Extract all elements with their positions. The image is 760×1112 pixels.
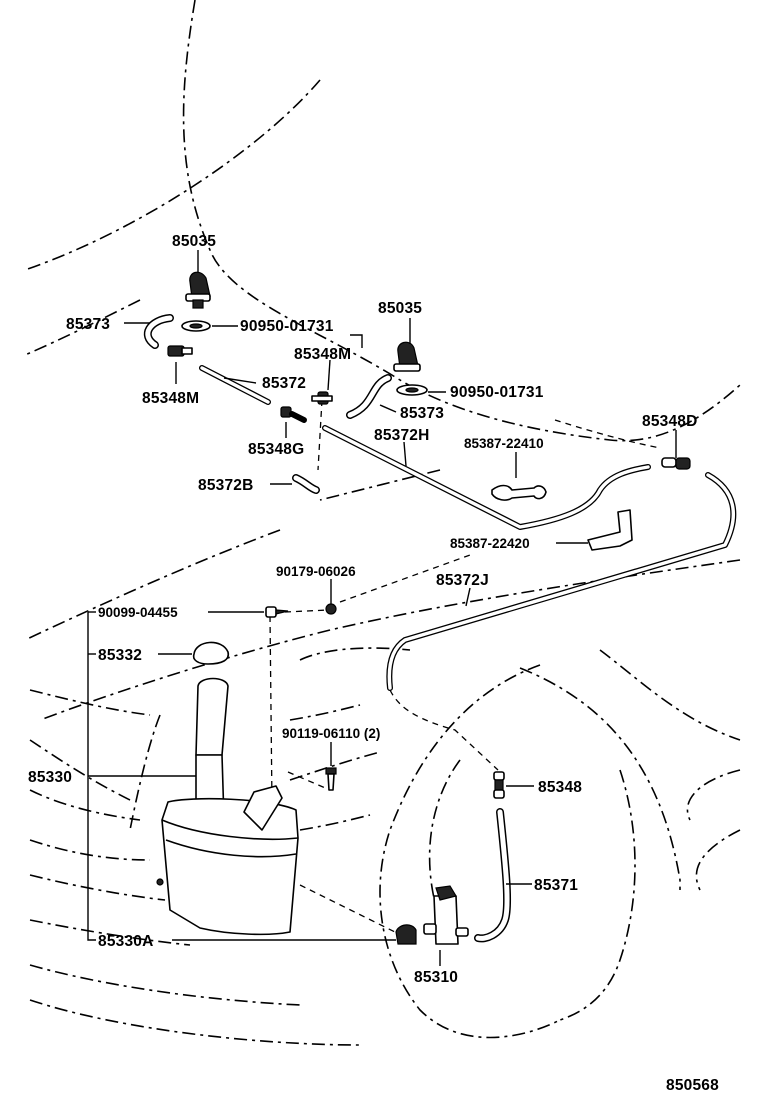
tank-85330 [156, 677, 299, 936]
label-check-valve-left: 85348M [142, 390, 199, 407]
label-gasket-right: 90950-01731 [450, 384, 544, 401]
label-gasket-left: 90950-01731 [240, 318, 334, 335]
part-labels: 85035 90950-01731 85373 85348M 85372 853… [28, 233, 719, 1094]
gasket-90950-right [396, 384, 428, 396]
leader-lines [87, 250, 677, 966]
label-valve-d: 85348D [642, 413, 698, 430]
label-bolt-a: 90099-04455 [98, 605, 178, 620]
valve-85348D [661, 457, 691, 470]
label-nozzle-right: 85035 [378, 300, 422, 317]
label-hose-b: 85372B [198, 477, 254, 494]
hose-85372B [292, 474, 320, 494]
gasket-90950-left [181, 320, 211, 332]
label-tube-h: 85372H [374, 427, 430, 444]
hose-85371 [474, 808, 512, 943]
label-valve: 85348 [538, 779, 582, 796]
tee-85348G [280, 406, 307, 423]
hose-85373-left [143, 314, 174, 349]
tube-85372H [322, 425, 651, 530]
label-hose-left: 85373 [66, 316, 110, 333]
label-check-valve-right: 85348M [294, 346, 351, 363]
label-tube-j: 85372J [436, 572, 489, 589]
nut-90179 [325, 603, 337, 615]
bolt-90099 [265, 606, 289, 618]
label-tank: 85330 [28, 769, 72, 786]
label-hose-right: 85373 [400, 405, 444, 422]
grommet-85330A [395, 924, 417, 945]
label-clamp-a: 85387-22410 [464, 436, 544, 451]
valve-85348M-left [167, 345, 193, 357]
bolt-90119 [325, 767, 337, 791]
label-nozzle-left: 85035 [172, 233, 216, 250]
tube-85372 [199, 365, 271, 405]
connection-lines [269, 399, 661, 933]
pump-85310 [423, 885, 469, 945]
label-nut: 90179-06026 [276, 564, 356, 579]
clamp-85387-22420 [587, 509, 633, 551]
label-grommet: 85330A [98, 933, 154, 950]
valve-85348 [493, 771, 505, 799]
vehicle-body-outline [24, 0, 741, 1046]
hose-85373-right [346, 374, 392, 419]
cap-85332 [192, 641, 230, 665]
label-hose-pump: 85371 [534, 877, 578, 894]
diagram-number: 850568 [666, 1077, 719, 1094]
valve-85348M-right [311, 391, 333, 405]
label-cap: 85332 [98, 647, 142, 664]
tube-85372J [386, 472, 737, 691]
nozzle-85035-left [185, 271, 211, 309]
label-clamp-b: 85387-22420 [450, 536, 530, 551]
clamp-85387-22410 [491, 484, 547, 501]
nozzle-85035-right [393, 341, 421, 372]
label-pump: 85310 [414, 969, 458, 986]
label-tube-main: 85372 [262, 375, 306, 392]
label-bolt-b: 90119-06110 (2) [282, 726, 380, 741]
label-tee-joint: 85348G [248, 441, 304, 458]
